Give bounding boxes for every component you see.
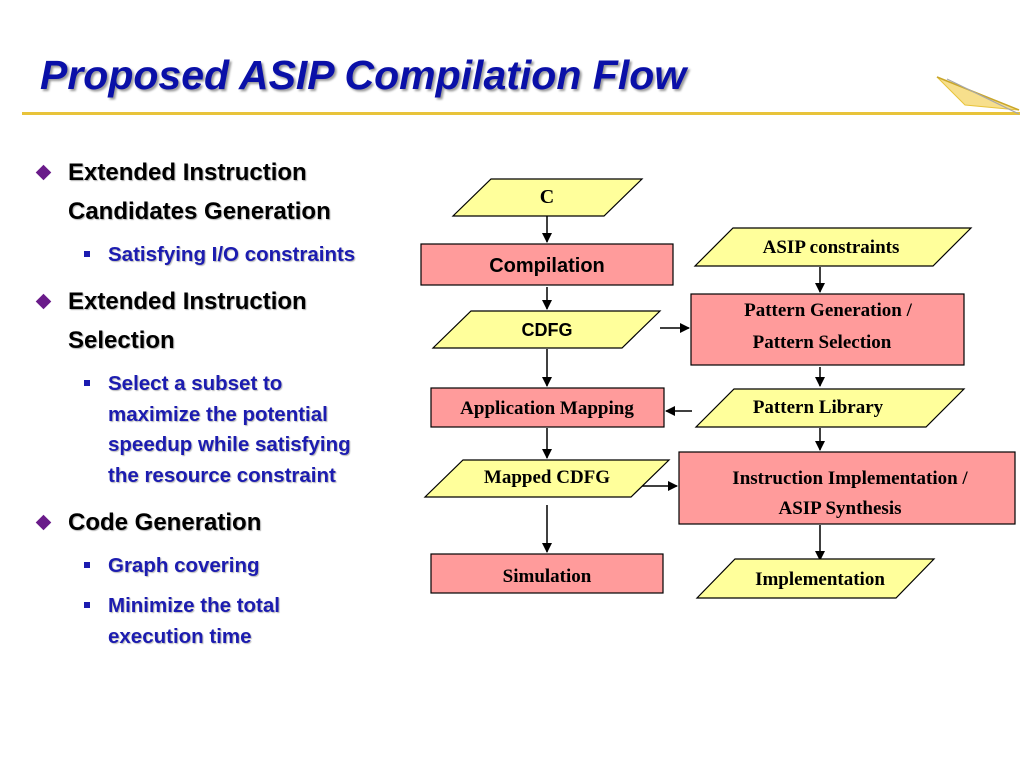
node-instruction-implementation-label: Instruction Implementation / <box>732 468 968 489</box>
node-instruction-implementation <box>678 451 1016 525</box>
sub-bullet-line: execution time <box>108 624 252 648</box>
node-implementation-label: Implementation <box>755 569 885 590</box>
node-application-mapping-label: Application Mapping <box>460 398 634 419</box>
sub-bullet-line: Select a subset to <box>108 372 283 395</box>
sub-bullet-line: Satisfying I/O constraints <box>108 243 356 266</box>
title-underline <box>22 112 1020 115</box>
node-simulation <box>430 553 664 594</box>
node-instruction-implementation-label: ASIP Synthesis <box>778 498 901 519</box>
node-pattern-library-label: Pattern Library <box>753 397 884 418</box>
node-implementation <box>695 558 936 599</box>
sub-bullet-line: Minimize the total <box>108 594 280 617</box>
node-application-mapping <box>430 387 665 428</box>
square-bullet-icon <box>84 602 90 608</box>
node-pattern-generation-label: Pattern Selection <box>753 332 892 353</box>
sub-bullet-line: speedup while satisfying <box>108 433 351 456</box>
node-asip-constraints <box>693 227 973 267</box>
bullet-line: Selection <box>68 327 175 354</box>
node-simulation-label: Simulation <box>503 566 592 587</box>
node-pattern-generation-label: Pattern Generation / <box>744 300 913 321</box>
node-asip-constraints-label: ASIP constraints <box>763 237 900 258</box>
sub-bullet-line: maximize the potential <box>108 402 328 426</box>
node-cdfg-label: CDFG <box>522 320 573 340</box>
node-cdfg <box>431 310 662 349</box>
sub-bullet-line: the resource constraint <box>108 463 336 487</box>
node-c <box>451 178 644 217</box>
bullet-line: Extended Instruction <box>68 159 307 186</box>
node-compilation-label: Compilation <box>489 255 605 277</box>
bullet-line: Extended Instruction <box>68 288 307 315</box>
square-bullet-icon <box>84 251 90 257</box>
node-c-label: C <box>540 186 554 208</box>
decorative-arrow-icon <box>936 76 1020 115</box>
page-title: Proposed ASIP Compilation Flow <box>40 52 687 98</box>
bullet-line: Candidates Generation <box>68 198 331 225</box>
node-mapped-cdfg-label: Mapped CDFG <box>484 467 610 488</box>
node-pattern-generation <box>690 293 965 366</box>
bullet-line: Code Generation <box>68 509 262 536</box>
node-pattern-library <box>694 388 966 428</box>
sub-bullet-line: Graph covering <box>108 554 260 577</box>
square-bullet-icon <box>84 380 90 386</box>
node-mapped-cdfg <box>423 459 671 498</box>
node-compilation <box>420 243 674 286</box>
square-bullet-icon <box>84 562 90 568</box>
